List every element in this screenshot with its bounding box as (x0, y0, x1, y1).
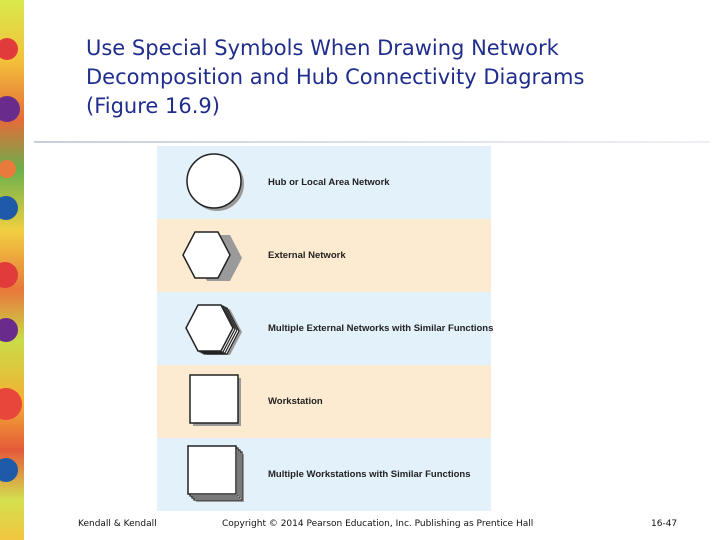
legend-label: Hub or Local Area Network (268, 177, 390, 188)
legend-row-multiple-workstations: Multiple Workstations with Similar Funct… (157, 438, 491, 511)
decor-dot (0, 96, 20, 122)
legend-label: Workstation (268, 396, 323, 407)
footer-author: Kendall & Kendall (78, 519, 157, 529)
decorative-side-strip (0, 0, 24, 540)
decor-dot (0, 38, 18, 60)
footer-page-number: 16-47 (651, 519, 678, 529)
title-line: (Figure 16.9) (86, 94, 220, 118)
legend-row-workstation: Workstation (157, 365, 491, 438)
title-line: Decomposition and Hub Connectivity Diagr… (86, 65, 585, 89)
title-divider (34, 141, 710, 143)
slide-title: Use Special Symbols When Drawing Network… (86, 34, 646, 121)
legend-label: External Network (268, 250, 346, 261)
stacked-hexagons-icon (185, 304, 242, 355)
hexagon-symbol-icon (182, 231, 242, 281)
footer-copyright: Copyright © 2014 Pearson Education, Inc.… (222, 519, 534, 529)
symbol-legend-figure: Hub or Local Area Network External Netwo… (157, 146, 494, 511)
stacked-squares-icon (187, 445, 244, 502)
decor-dot (0, 160, 16, 178)
decor-dot (0, 458, 18, 482)
decor-dot (0, 388, 22, 420)
legend-row-external-network: External Network (157, 219, 491, 292)
legend-row-hub: Hub or Local Area Network (157, 146, 491, 219)
decor-dot (0, 196, 18, 220)
title-line: Use Special Symbols When Drawing Network (86, 36, 559, 60)
decor-dot (0, 318, 18, 342)
decor-dot (0, 262, 18, 288)
legend-label: Multiple Workstations with Similar Funct… (268, 469, 471, 480)
legend-label: Multiple External Networks with Similar … (268, 323, 494, 334)
circle-symbol-icon (186, 153, 244, 211)
square-symbol-icon (189, 374, 241, 426)
legend-row-multiple-external-networks: Multiple External Networks with Similar … (157, 292, 494, 365)
